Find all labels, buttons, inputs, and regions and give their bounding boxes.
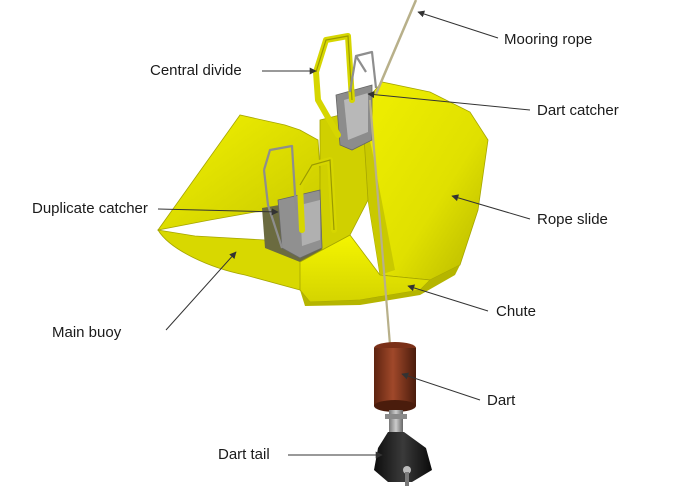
leader-lines bbox=[157, 10, 531, 459]
dart-catcher-plate bbox=[344, 93, 368, 140]
catcher-wire-frames bbox=[262, 50, 378, 249]
leader-mooring-rope bbox=[417, 10, 499, 39]
label-rope-slide: Rope slide bbox=[537, 211, 608, 228]
leader-duplicate-catcher bbox=[157, 208, 279, 216]
dart-tail bbox=[374, 432, 432, 482]
dart-shaft-collar bbox=[385, 414, 407, 419]
leader-dart bbox=[401, 372, 481, 401]
dart-shaft bbox=[389, 410, 403, 432]
central-divide-handle-edge bbox=[299, 35, 353, 231]
mooring-rope bbox=[374, 0, 418, 95]
label-mooring-rope: Mooring rope bbox=[504, 31, 593, 48]
dart-tail-pin bbox=[405, 472, 409, 486]
duplicate-catcher-plate bbox=[300, 200, 320, 246]
label-main-buoy: Main buoy bbox=[52, 324, 122, 341]
leader-dart-catcher bbox=[367, 91, 531, 111]
label-dart: Dart bbox=[487, 392, 516, 409]
label-dart-catcher: Dart catcher bbox=[537, 102, 619, 119]
chute-skirt bbox=[300, 265, 460, 306]
rope-slide-inner bbox=[362, 105, 395, 275]
label-central-divide: Central divide bbox=[150, 62, 242, 79]
leader-rope-slide bbox=[451, 194, 531, 220]
label-duplicate-catcher: Duplicate catcher bbox=[32, 200, 148, 217]
mooring-rope-in-chute bbox=[368, 99, 392, 346]
label-dart-tail: Dart tail bbox=[218, 446, 270, 463]
leader-main-buoy bbox=[165, 251, 237, 331]
dart-bottom-cap bbox=[374, 400, 416, 412]
dart-assembly bbox=[374, 342, 432, 486]
label-chute: Chute bbox=[496, 303, 537, 320]
leader-chute bbox=[407, 284, 489, 312]
